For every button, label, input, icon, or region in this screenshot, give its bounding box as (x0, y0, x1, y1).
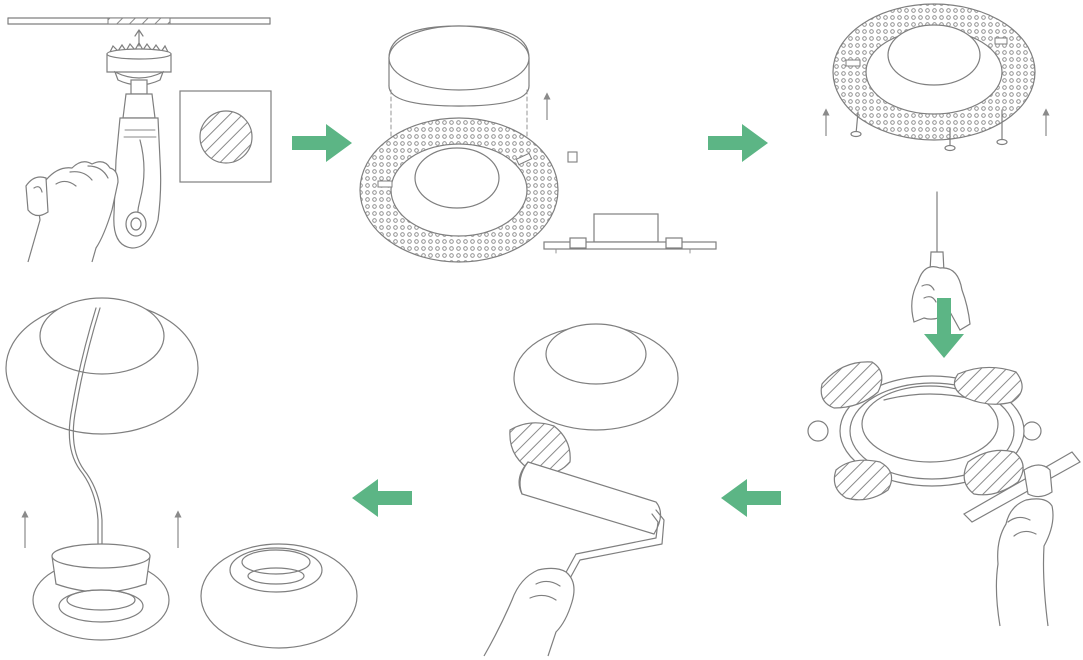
drill-icon (114, 94, 161, 248)
paint-roller-icon (519, 462, 664, 582)
clip-icon (568, 152, 577, 162)
hand-icon (484, 568, 574, 656)
painted-frame (514, 324, 678, 430)
step-6-paint (484, 324, 678, 656)
step-7-insert-light (6, 298, 357, 648)
step-3-insert-frame (826, 4, 1046, 151)
light-unit (33, 544, 169, 640)
ceiling-frame-large (6, 298, 198, 434)
green-arrow-left-2 (352, 479, 412, 517)
cut-hole-inset (180, 91, 271, 182)
hand-icon (996, 499, 1053, 626)
plaster-frame (360, 118, 558, 262)
hand-icon (26, 162, 118, 262)
step-1-cut-hole (8, 18, 271, 262)
step-4-screw (912, 192, 970, 358)
finished-light (201, 544, 357, 648)
step-5-plaster (808, 362, 1080, 626)
ceiling-board (8, 18, 270, 24)
hole-saw-icon (107, 30, 171, 94)
step-2-fit-frame (360, 26, 716, 262)
green-arrow-right-1 (292, 124, 352, 162)
cover-disc (389, 26, 529, 106)
green-arrow-right-2 (708, 124, 768, 162)
green-arrow-left-1 (721, 479, 781, 517)
driver-box (544, 214, 716, 253)
